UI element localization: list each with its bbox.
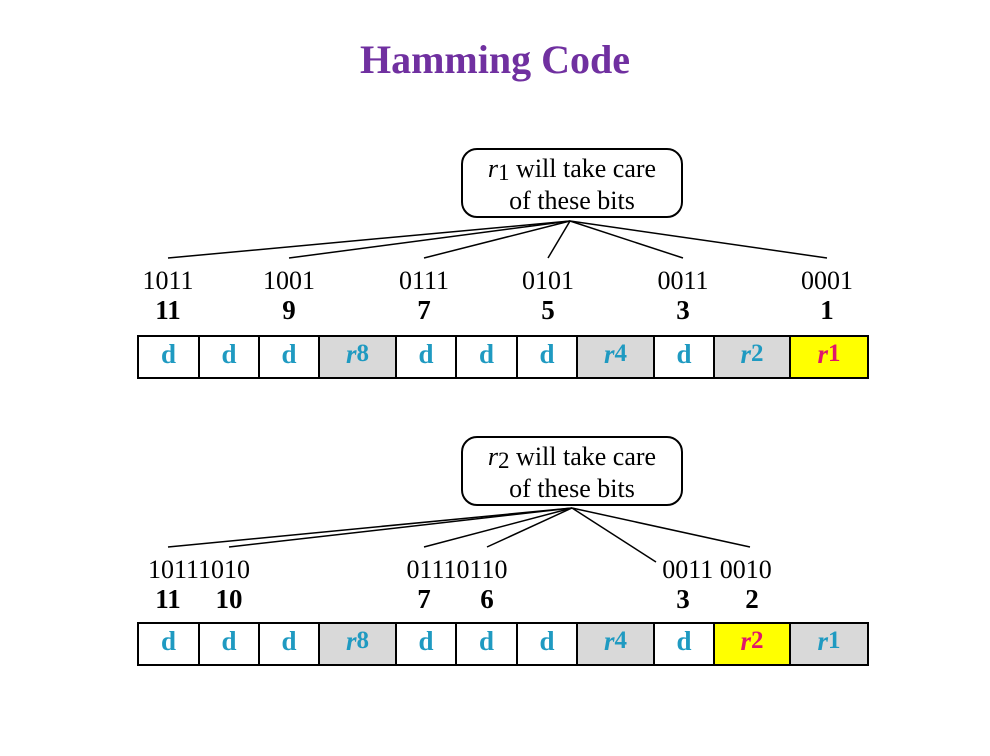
connector-line [228,507,573,548]
parity-symbol: r [603,625,615,656]
parity-symbol: r [740,338,751,369]
parity-symbol: r [345,625,357,656]
data-bit-cell: d [518,337,578,377]
connector-line [423,220,571,259]
position-label: 1 [820,295,834,325]
parity-subscript: 1 [498,160,510,185]
callout-text: will take care [516,442,657,471]
connector-line [569,220,684,259]
position-label: 10 [215,584,243,614]
position-label: 9 [282,295,296,325]
data-bit-cell: d [139,624,200,664]
position-label: 3 [676,295,690,325]
data-bit-cell: d [397,624,457,664]
connector-line [569,220,828,259]
parity-symbol: r [345,338,357,369]
data-bit-cell: d [397,337,457,377]
data-bit-cell: d [655,337,715,377]
data-bit-cell: d [139,337,200,377]
data-bit-cell: d [200,624,260,664]
position-label: 7 [417,295,431,325]
callout-line-1: r2 will take care [463,443,681,475]
connector-line [547,220,571,259]
parity-subscript: 8 [356,627,370,654]
data-bit-cell: d [457,337,518,377]
binary-label: 0011 0010 [662,555,772,584]
data-bit-cell: d [260,337,320,377]
parity-symbol: r [487,442,499,471]
callout-text: will take care [516,154,657,183]
r2-callout: r2 will take care of these bits [461,436,683,506]
binary-label: 0111 [398,266,450,295]
connector-line [571,507,751,548]
parity-subscript: 2 [498,448,510,473]
data-bit-cell: d [457,624,518,664]
position-label: 3 [676,584,690,614]
parity-subscript: 4 [614,627,628,654]
r1-callout: r1 will take care of these bits [461,148,683,218]
binary-label: 1011 [142,266,194,295]
callout-line-2: of these bits [509,186,635,215]
connector-line [571,507,657,563]
connector-line [486,507,573,548]
parity-symbol: r [817,338,828,369]
position-label: 5 [541,295,555,325]
data-bit-cell: d [260,624,320,664]
data-bit-cell: d [200,337,260,377]
connector-line [167,507,573,548]
callout-line-1: r1 will take care [463,155,681,187]
parity-subscript: 2 [751,627,764,654]
parity-subscript: 2 [751,340,764,367]
parity-subscript: 1 [828,627,841,654]
binary-label: 0101 [522,266,574,295]
connector-line [423,507,573,548]
binary-label: 1001 [263,266,315,295]
binary-label: 01110110 [406,555,508,584]
position-label: 11 [155,295,181,325]
parity-symbol: r [817,625,828,656]
callout-line-2: of these bits [509,474,635,503]
position-label: 6 [480,584,494,614]
position-label: 7 [417,584,431,614]
parity-subscript: 4 [614,340,628,367]
parity-symbol: r [487,154,499,183]
binary-label: 0011 [657,266,709,295]
connector-line [288,220,571,259]
parity-subscript: 8 [356,340,370,367]
parity-symbol: r [603,338,615,369]
data-bit-cell: d [655,624,715,664]
position-label: 2 [745,584,759,614]
binary-label: 10111010 [147,555,251,584]
page-title: Hamming Code [360,37,630,82]
binary-label: 0001 [801,266,853,295]
data-bit-cell: d [518,624,578,664]
position-label: 11 [155,584,181,614]
connector-line [167,220,571,259]
parity-subscript: 1 [828,340,841,367]
parity-symbol: r [740,625,751,656]
